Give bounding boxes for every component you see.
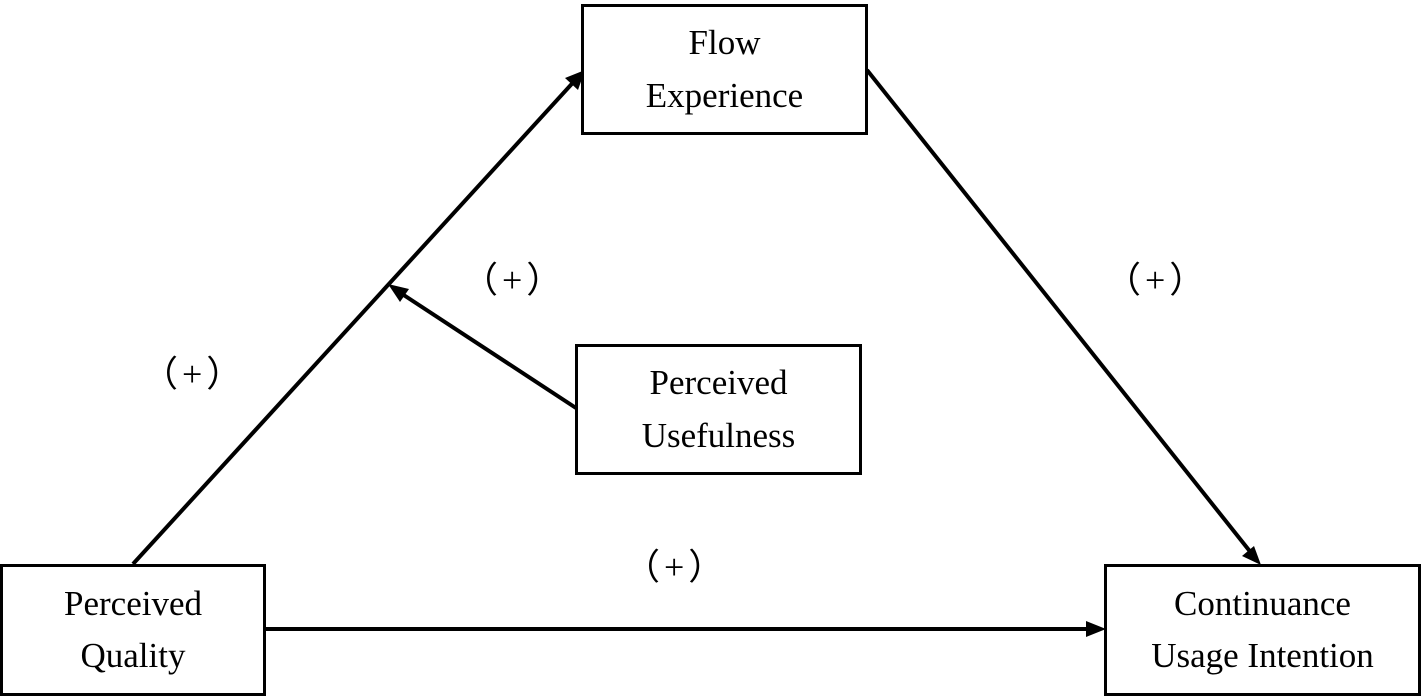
flow-experience-box: Flow Experience <box>581 4 868 135</box>
perceived-quality-line1: Perceived <box>64 583 202 623</box>
flow-experience-line1: Flow <box>688 23 761 62</box>
flow-experience-line2: Experience <box>645 75 804 115</box>
sign-flow-to-intention: （+） <box>1105 260 1210 300</box>
arrowhead-flow-to-intention <box>1242 546 1261 565</box>
continuance-usage-intention-box: Continuance Usage Intention <box>1104 564 1421 696</box>
arrow-flow-to-intention <box>865 68 1258 561</box>
arrowhead-quality-to-intention <box>1086 621 1106 637</box>
perceived-usefulness-line1: Perceived <box>649 363 788 402</box>
arrowhead-quality-to-flow <box>565 70 585 90</box>
sign-usefulness-moderation: （+） <box>462 260 567 300</box>
arrow-usefulness-moderation <box>391 286 578 410</box>
continuance-usage-intention-line2: Usage Intention <box>1151 636 1374 675</box>
perceived-usefulness-box: Perceived Usefulness <box>575 344 862 475</box>
perceived-usefulness-line2: Usefulness <box>641 415 796 455</box>
arrowhead-usefulness-moderation <box>388 284 409 302</box>
arrow-quality-to-flow <box>131 74 581 566</box>
perceived-quality-line2: Quality <box>80 636 186 675</box>
perceived-quality-box: Perceived Quality <box>0 564 266 696</box>
sign-quality-to-flow: （+） <box>142 354 247 394</box>
continuance-usage-intention-line1: Continuance <box>1174 583 1351 623</box>
sign-quality-to-intention: （+） <box>624 547 729 587</box>
